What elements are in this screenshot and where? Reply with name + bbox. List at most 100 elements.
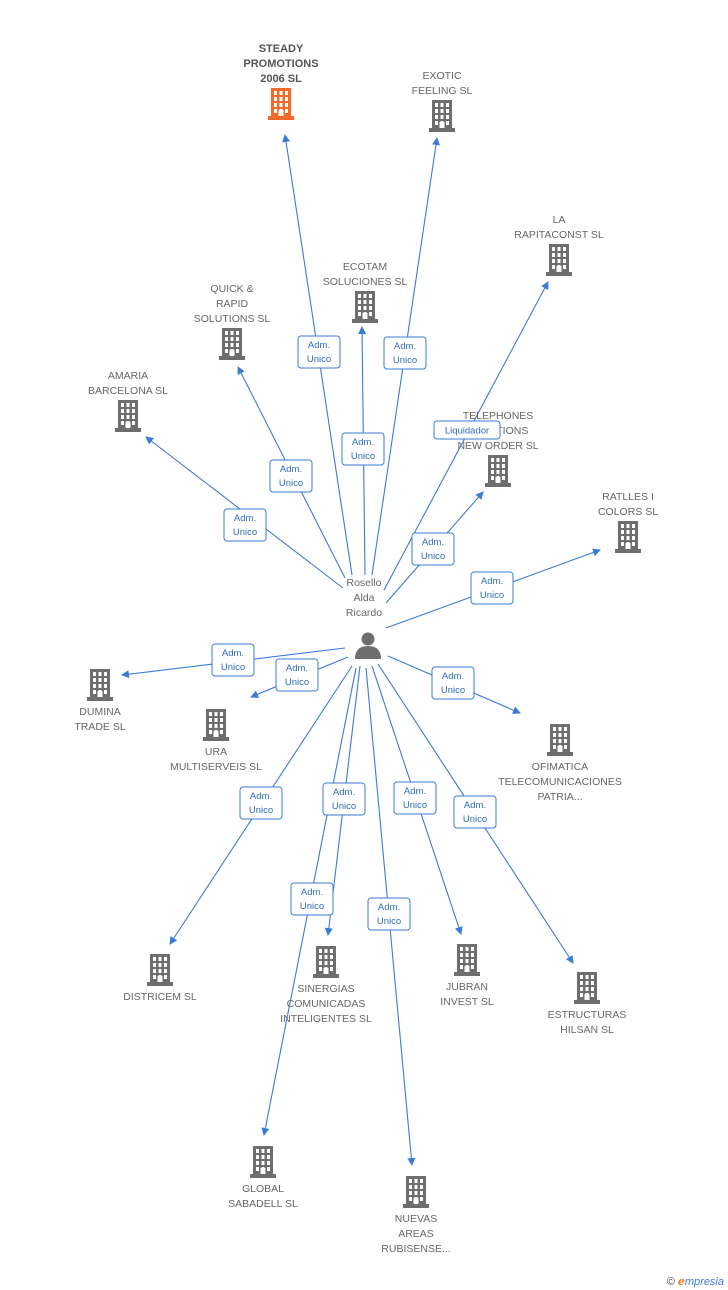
role-text: Adm.	[422, 537, 444, 548]
role-text: Unico	[332, 801, 356, 812]
building-icon[interactable]	[546, 244, 572, 276]
building-icon[interactable]	[203, 709, 229, 741]
company-name-line: NUEVAS	[395, 1213, 437, 1225]
person-name-line: Rosello	[346, 577, 381, 589]
company-name-line: HILSAN SL	[560, 1024, 614, 1036]
role-text: Unico	[441, 685, 465, 696]
role-text: Unico	[233, 527, 257, 538]
role-text: Unico	[285, 677, 309, 688]
role-badge-box	[290, 882, 334, 916]
building-icon[interactable]	[250, 1146, 276, 1178]
role-badge-box	[453, 795, 497, 829]
building-icon[interactable]	[454, 944, 480, 976]
building-icon[interactable]	[485, 455, 511, 487]
building-icon[interactable]	[429, 100, 455, 132]
company-name-line: RUBISENSE...	[381, 1243, 450, 1255]
role-badge-districem[interactable]: Adm. Unico	[239, 786, 283, 820]
brand-initial: e	[677, 1275, 685, 1288]
company-name-line: INVEST SL	[440, 996, 494, 1008]
company-name-line: OFIMATICA	[532, 761, 588, 773]
company-name-line: COLORS SL	[598, 506, 658, 518]
role-text: Adm.	[333, 787, 355, 798]
company-name-line: SOLUCIONES SL	[323, 276, 408, 288]
role-badge-quick[interactable]: Adm.Unico	[269, 459, 313, 493]
role-badge-sinergias[interactable]: Adm. Unico	[322, 782, 366, 816]
company-name-line: SOLUTIONS SL	[194, 313, 271, 325]
role-text: Unico	[307, 354, 331, 365]
role-text: Adm.	[378, 902, 400, 913]
person-icon[interactable]	[355, 632, 381, 660]
role-badge-box	[275, 658, 319, 692]
role-badge-jubran[interactable]: Adm.Unico	[393, 781, 437, 815]
company-name-line: RATLLES I	[602, 491, 654, 503]
role-badge-estructuras[interactable]: Adm.Unico	[453, 795, 497, 829]
brand-footer: © empresia	[667, 1275, 724, 1288]
role-text: Unico	[249, 805, 273, 816]
building-icon[interactable]	[615, 521, 641, 553]
company-name-line: 2006 SL	[260, 73, 302, 85]
building-icon[interactable]	[403, 1176, 429, 1208]
company-name-line: RAPITACONST SL	[514, 229, 604, 241]
role-badge-steady[interactable]: Adm.Unico	[297, 335, 341, 369]
company-node-rapitaconst[interactable]: LA RAPITACONST SL	[514, 214, 604, 276]
person-name-line: Ricardo	[346, 607, 382, 619]
building-icon[interactable]	[547, 724, 573, 756]
role-badge-ecotam[interactable]: Adm.Unico	[341, 432, 385, 466]
company-node-ratlles[interactable]: RATLLES I COLORS SL	[598, 491, 658, 553]
role-badge-dumina[interactable]: Adm.Unico	[211, 643, 255, 677]
building-icon[interactable]	[219, 328, 245, 360]
role-badge-box	[383, 336, 427, 370]
company-name-line: TRADE SL	[74, 721, 126, 733]
role-badge-rapitaconst[interactable]: Liquidador	[433, 420, 501, 440]
building-icon[interactable]	[147, 954, 173, 986]
role-badge-nuevas[interactable]: Adm. Unico	[367, 897, 411, 931]
company-name-line: INTELIGENTES SL	[280, 1013, 372, 1025]
role-text: Unico	[279, 478, 303, 489]
role-text: Adm.	[352, 437, 374, 448]
building-icon[interactable]	[115, 400, 141, 432]
building-icon[interactable]	[268, 88, 294, 120]
building-icon[interactable]	[574, 972, 600, 1004]
building-icon[interactable]	[352, 291, 378, 323]
role-badge-exotic[interactable]: Adm. Unico	[383, 336, 427, 370]
role-badge-amaria[interactable]: Adm.Unico	[223, 508, 267, 542]
company-name-line: LA	[553, 214, 566, 226]
role-badge-ofimatica[interactable]: Adm. Unico	[431, 666, 475, 700]
role-badge-box	[223, 508, 267, 542]
role-badge-global[interactable]: Adm.Unico	[290, 882, 334, 916]
company-name-line: RAPID	[216, 298, 249, 310]
company-node-districem[interactable]: DISTRICEM SL	[123, 954, 197, 1003]
role-text: Liquidador	[445, 426, 489, 437]
company-name-line: PROMOTIONS	[243, 58, 318, 70]
company-name-line: DISTRICEM SL	[123, 991, 197, 1003]
company-name-line: TELEPHONES	[463, 410, 534, 422]
role-badge-ura[interactable]: Adm.Unico	[275, 658, 319, 692]
role-badge-ratlles[interactable]: Adm.Unico	[470, 571, 514, 605]
role-badge-telephones[interactable]: Adm. Unico	[411, 532, 455, 566]
role-text: Unico	[221, 662, 245, 673]
building-icon[interactable]	[313, 946, 339, 978]
company-node-nuevas[interactable]: NUEVASAREASRUBISENSE...	[381, 1176, 451, 1255]
company-name-line: ECOTAM	[343, 261, 387, 273]
role-text: Unico	[377, 916, 401, 927]
role-text: Adm.	[442, 671, 464, 682]
building-icon[interactable]	[87, 669, 113, 701]
company-node-ofimatica[interactable]: OFIMATICATELECOMUNICACIONESPATRIA...	[498, 724, 622, 803]
company-node-ecotam[interactable]: ECOTAM SOLUCIONES SL	[323, 261, 408, 323]
role-text: Adm.	[394, 341, 416, 352]
role-text: Unico	[393, 355, 417, 366]
role-text: Unico	[421, 551, 445, 562]
company-name-line: COMUNICADAS	[287, 998, 366, 1010]
role-text: Adm.	[250, 791, 272, 802]
